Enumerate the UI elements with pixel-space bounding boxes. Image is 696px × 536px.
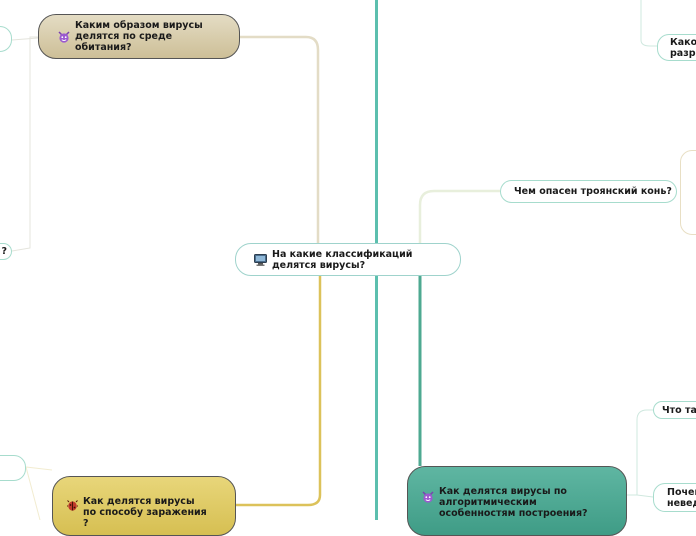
topic-infection-label: Как делятся вирусы по способу заражения … <box>83 496 207 529</box>
subtopic-right-top[interactable]: Како разр <box>657 34 696 61</box>
branch-trojan <box>418 189 500 262</box>
subtopic-left-mid[interactable] <box>0 455 26 481</box>
central-topic-label: На какие классификаций делятся вирусы? <box>272 248 413 271</box>
branch-left-top <box>11 37 39 41</box>
subtopic-right-side[interactable] <box>680 150 696 235</box>
bug-icon <box>67 500 78 511</box>
central-topic[interactable]: На какие классификаций делятся вирусы? <box>235 243 461 276</box>
subtopic-trojan[interactable]: Чем опасен троянский конь? <box>500 180 677 203</box>
subtopic-left-question-label: ? <box>1 246 7 257</box>
topic-habitat[interactable]: Каким образом вирусы делятся по среде об… <box>38 14 240 59</box>
branch-habitat <box>240 35 346 262</box>
subtopic-right-top-label: Како разр <box>670 36 696 59</box>
topic-infection[interactable]: Как делятся вирусы по способу заражения … <box>52 476 236 536</box>
subtopic-right-why[interactable]: Почем невед <box>653 483 696 512</box>
topic-algorithm[interactable]: Как делятся вирусы по алгоритмическим ос… <box>407 466 627 536</box>
branch-infection <box>236 262 322 507</box>
devil-icon <box>58 30 70 43</box>
computer-icon <box>254 253 267 266</box>
devil-icon <box>422 491 434 503</box>
branch-left-faint <box>11 36 38 252</box>
topic-habitat-label: Каким образом вирусы делятся по среде об… <box>75 20 203 53</box>
subtopic-trojan-label: Чем опасен троянский конь? <box>514 186 672 197</box>
branch-right-bottom <box>627 409 654 498</box>
branch-left-mid <box>25 466 53 520</box>
topic-algorithm-label: Как делятся вирусы по алгоритмическим ос… <box>439 486 588 519</box>
subtopic-left-question[interactable]: ? <box>0 243 12 260</box>
branch-right-top <box>640 0 657 47</box>
subtopic-right-what[interactable]: Что та <box>653 401 696 419</box>
subtopic-right-what-label: Что та <box>662 404 696 416</box>
subtopic-right-why-label: Почем невед <box>667 486 696 509</box>
